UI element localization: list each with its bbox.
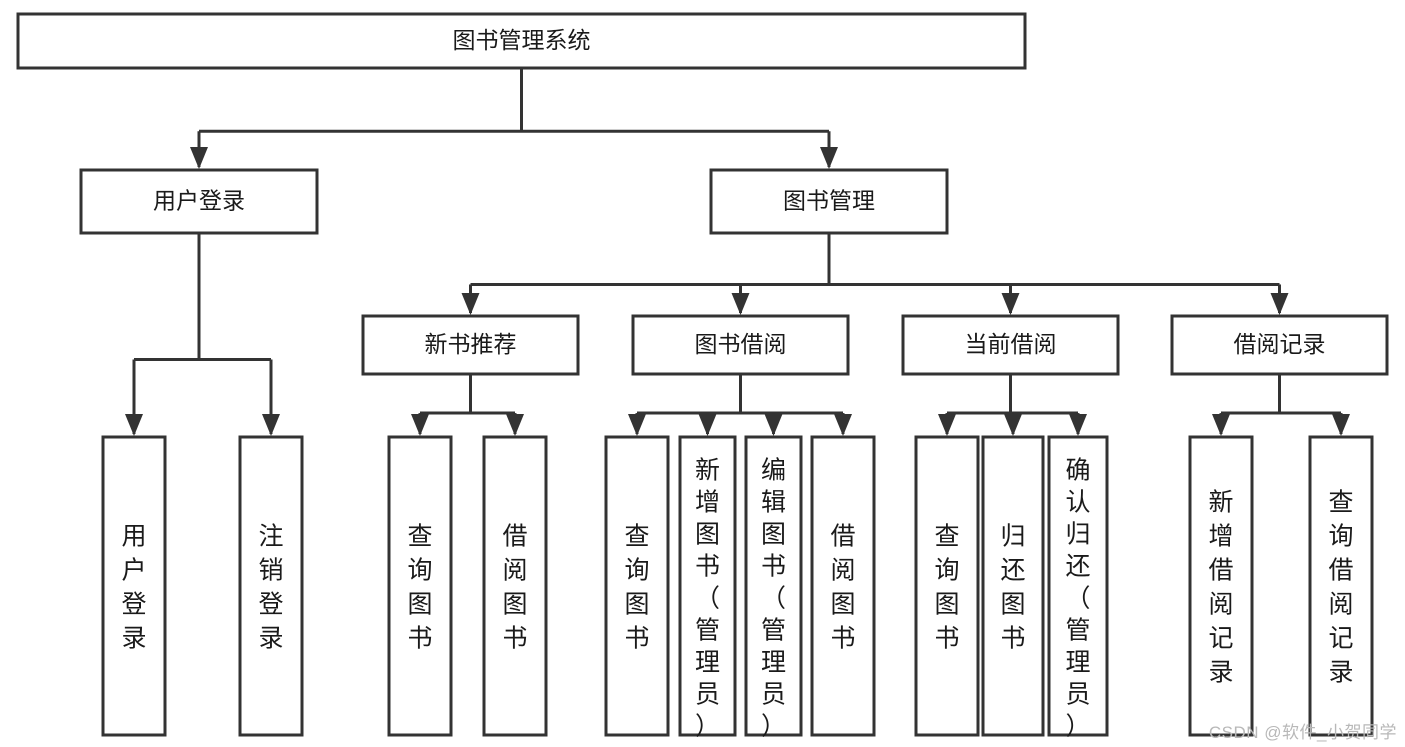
node-label: 编辑图书（管理员） bbox=[761, 457, 786, 741]
edge-group-root bbox=[190, 68, 838, 169]
arrow-head-icon bbox=[1270, 293, 1289, 315]
node-label: 图书管理 bbox=[783, 188, 875, 214]
arrow-head-icon bbox=[411, 414, 429, 436]
arrow-head-icon bbox=[731, 293, 750, 315]
edge-group-current-borrow bbox=[938, 374, 1087, 436]
node-leaf-add-book[interactable]: 新增图书（管理员） bbox=[678, 435, 737, 741]
node-leaf-borrow-book-2[interactable]: 借阅图书 bbox=[810, 435, 876, 737]
arrow-head-icon bbox=[628, 414, 646, 436]
node-box bbox=[1170, 314, 1389, 376]
node-leaf-edit-book[interactable]: 编辑图书（管理员） bbox=[744, 435, 803, 741]
node-label: 查询图书 bbox=[934, 523, 959, 653]
node-leaf-query-book-3[interactable]: 查询图书 bbox=[914, 435, 980, 737]
node-label: 查询图书 bbox=[407, 523, 432, 653]
node-leaf-confirm-return[interactable]: 确认归还（管理员） bbox=[1047, 435, 1109, 741]
node-label: 用户登录 bbox=[121, 523, 146, 653]
arrow-head-icon bbox=[1004, 414, 1022, 436]
node-label: 查询图书 bbox=[624, 523, 649, 653]
node-label: 借阅图书 bbox=[830, 523, 855, 653]
node-box bbox=[101, 435, 167, 737]
node-box bbox=[981, 435, 1045, 737]
node-box bbox=[1188, 435, 1254, 737]
node-box bbox=[361, 314, 580, 376]
node-current-borrow[interactable]: 当前借阅 bbox=[901, 314, 1120, 376]
node-box bbox=[678, 435, 737, 737]
node-new-book-recommend[interactable]: 新书推荐 bbox=[361, 314, 580, 376]
node-root[interactable]: 图书管理系统 bbox=[16, 12, 1027, 70]
node-label: 借阅记录 bbox=[1234, 331, 1326, 357]
node-label: 新书推荐 bbox=[425, 331, 517, 357]
csdn-watermark: CSDN @软件_小贺同学 bbox=[1208, 723, 1397, 742]
arrow-head-icon bbox=[1069, 414, 1087, 436]
node-label: 新增借阅记录 bbox=[1208, 489, 1233, 687]
node-box bbox=[744, 435, 803, 737]
node-leaf-query-book-2[interactable]: 查询图书 bbox=[604, 435, 670, 737]
node-leaf-user-login[interactable]: 用户登录 bbox=[101, 435, 167, 737]
node-box bbox=[482, 435, 548, 737]
node-label: 注销登录 bbox=[258, 523, 283, 653]
arrow-head-icon bbox=[820, 147, 838, 169]
node-book-management[interactable]: 图书管理 bbox=[709, 168, 949, 235]
node-label: 新增图书（管理员） bbox=[695, 457, 720, 741]
node-leaf-add-record[interactable]: 新增借阅记录 bbox=[1188, 435, 1254, 737]
node-label: 用户登录 bbox=[153, 188, 245, 214]
node-label: 当前借阅 bbox=[965, 331, 1057, 357]
arrow-head-icon bbox=[506, 414, 524, 436]
node-label: 图书借阅 bbox=[695, 331, 787, 357]
node-book-borrow[interactable]: 图书借阅 bbox=[631, 314, 850, 376]
edge-group-user-login bbox=[125, 233, 280, 436]
node-box bbox=[79, 168, 319, 235]
node-leaf-return-book[interactable]: 归还图书 bbox=[981, 435, 1045, 737]
node-label: 图书管理系统 bbox=[453, 27, 591, 53]
node-box bbox=[16, 12, 1027, 70]
arrow-head-icon bbox=[1001, 293, 1020, 315]
node-box bbox=[914, 435, 980, 737]
arrow-head-icon bbox=[262, 414, 280, 436]
node-box bbox=[1047, 435, 1109, 737]
node-box bbox=[901, 314, 1120, 376]
node-label: 归还图书 bbox=[1000, 523, 1025, 653]
node-leaf-logout[interactable]: 注销登录 bbox=[238, 435, 304, 737]
node-box bbox=[238, 435, 304, 737]
arrow-head-icon bbox=[698, 414, 717, 436]
connector-layer bbox=[125, 68, 1350, 436]
node-label: 确认归还（管理员） bbox=[1065, 457, 1090, 741]
node-label: 借阅图书 bbox=[502, 523, 527, 653]
edge-group-borrow-record bbox=[1212, 374, 1350, 436]
node-box bbox=[387, 435, 453, 737]
node-leaf-query-record[interactable]: 查询借阅记录 bbox=[1308, 435, 1374, 737]
node-box bbox=[709, 168, 949, 235]
node-user-login[interactable]: 用户登录 bbox=[79, 168, 319, 235]
arrow-head-icon bbox=[1212, 414, 1230, 436]
node-label: 查询借阅记录 bbox=[1328, 489, 1353, 687]
node-box bbox=[631, 314, 850, 376]
arrow-head-icon bbox=[125, 414, 143, 436]
node-leaf-borrow-book-1[interactable]: 借阅图书 bbox=[482, 435, 548, 737]
node-borrow-record[interactable]: 借阅记录 bbox=[1170, 314, 1389, 376]
edge-group-book-management bbox=[461, 233, 1289, 315]
arrow-head-icon bbox=[834, 414, 852, 436]
edge-group-book-borrow bbox=[628, 374, 852, 436]
edge-group-new-book-recommend bbox=[411, 374, 524, 436]
arrow-head-icon bbox=[190, 147, 208, 169]
arrow-head-icon bbox=[1332, 414, 1350, 436]
node-leaf-query-book-1[interactable]: 查询图书 bbox=[387, 435, 453, 737]
arrow-head-icon bbox=[461, 293, 480, 315]
node-box bbox=[604, 435, 670, 737]
arrow-head-icon bbox=[938, 414, 956, 436]
arrow-head-icon bbox=[764, 414, 783, 436]
node-box bbox=[1308, 435, 1374, 737]
node-layer: 图书管理系统用户登录图书管理新书推荐图书借阅当前借阅借阅记录用户登录注销登录查询… bbox=[16, 12, 1389, 741]
node-box bbox=[810, 435, 876, 737]
